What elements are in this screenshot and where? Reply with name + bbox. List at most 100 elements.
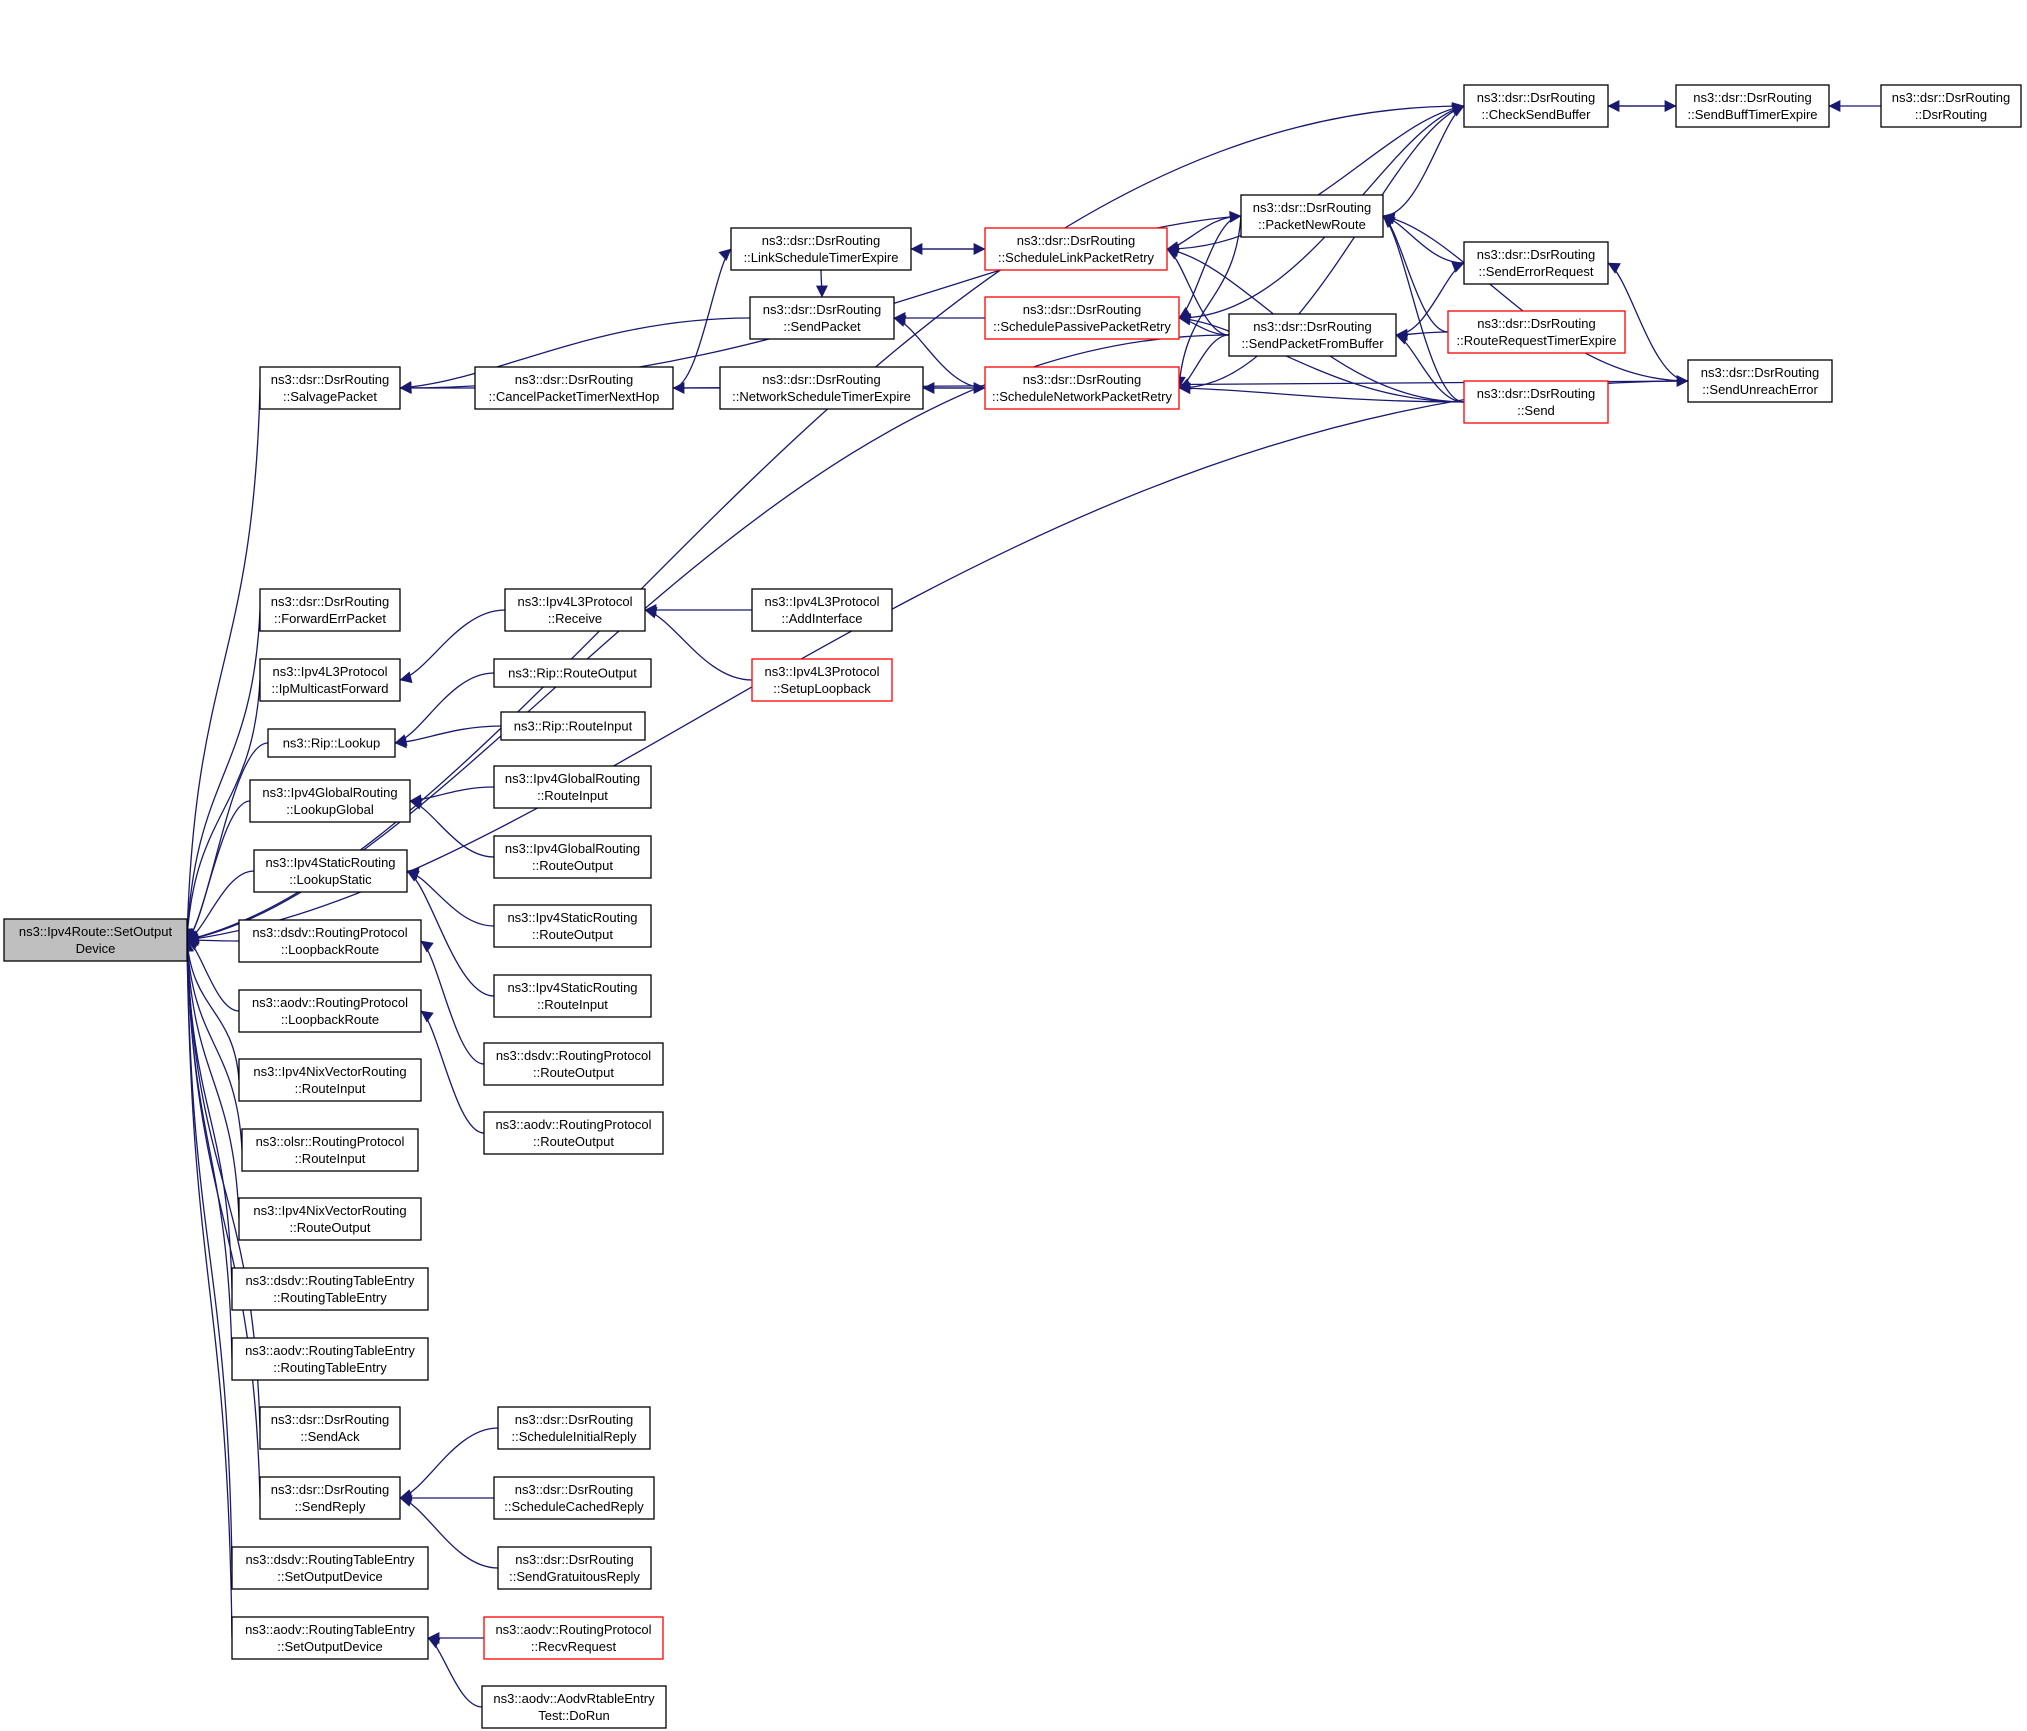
function-node-scheduleNetworkPacketRetry[interactable]: ns3::dsr::DsrRouting::ScheduleNetworkPac… — [984, 366, 1180, 410]
function-node-sendErrorRequest[interactable]: ns3::dsr::DsrRouting::SendErrorRequest — [1463, 241, 1609, 285]
function-node-box[interactable] — [751, 588, 893, 632]
function-node-scheduleCachedReply[interactable]: ns3::dsr::DsrRouting::ScheduleCachedRepl… — [493, 1476, 655, 1520]
function-node-sendPacketFromBuffer[interactable]: ns3::dsr::DsrRouting::SendPacketFromBuff… — [1228, 313, 1397, 357]
function-node-box[interactable] — [751, 658, 893, 702]
function-node-box[interactable] — [1228, 313, 1397, 357]
function-node-box[interactable] — [231, 1267, 429, 1311]
function-node-lookupGlobal[interactable]: ns3::Ipv4GlobalRouting::LookupGlobal — [249, 779, 411, 823]
function-node-ipMulticastForward[interactable]: ns3::Ipv4L3Protocol::IpMulticastForward — [259, 658, 401, 702]
function-node-checkSendBuffer[interactable]: ns3::dsr::DsrRouting::CheckSendBuffer — [1463, 84, 1609, 128]
function-node-box[interactable] — [259, 658, 401, 702]
function-node-networkScheduleTimerExpire[interactable]: ns3::dsr::DsrRouting::NetworkScheduleTim… — [719, 366, 924, 410]
function-node-box[interactable] — [474, 366, 674, 410]
function-node-forwardErrPacket[interactable]: ns3::dsr::DsrRouting::ForwardErrPacket — [259, 588, 401, 632]
function-node-box[interactable] — [749, 296, 895, 340]
function-node-dsdvSetOutputDevice[interactable]: ns3::dsdv::RoutingTableEntry::SetOutputD… — [231, 1546, 429, 1590]
function-node-aodvSetOutputDevice[interactable]: ns3::aodv::RoutingTableEntry::SetOutputD… — [231, 1616, 429, 1660]
function-node-staticRouteInput[interactable]: ns3::Ipv4StaticRouting::RouteInput — [493, 974, 652, 1018]
function-node-box[interactable] — [259, 588, 401, 632]
function-node-box[interactable] — [1463, 380, 1609, 424]
function-node-l3Receive[interactable]: ns3::Ipv4L3Protocol::Receive — [504, 588, 646, 632]
function-node-box[interactable] — [719, 366, 924, 410]
function-node-box[interactable] — [493, 904, 652, 948]
function-node-box[interactable] — [238, 919, 422, 963]
function-node-box[interactable] — [493, 765, 652, 809]
function-node-box[interactable] — [504, 588, 646, 632]
function-node-globalRouteInput[interactable]: ns3::Ipv4GlobalRouting::RouteInput — [493, 765, 652, 809]
function-node-sendPacket[interactable]: ns3::dsr::DsrRouting::SendPacket — [749, 296, 895, 340]
function-node-sendGratuitousReply[interactable]: ns3::dsr::DsrRouting::SendGratuitousRepl… — [497, 1546, 652, 1590]
function-node-recvRequest[interactable]: ns3::aodv::RoutingProtocol::RecvRequest — [483, 1616, 664, 1660]
function-node-l3AddInterface[interactable]: ns3::Ipv4L3Protocol::AddInterface — [751, 588, 893, 632]
function-node-root[interactable]: ns3::Ipv4Route::SetOutputDevice — [3, 918, 188, 962]
function-node-scheduleInitialReply[interactable]: ns3::dsr::DsrRouting::ScheduleInitialRep… — [497, 1406, 651, 1450]
function-node-aodvRouteOutput[interactable]: ns3::aodv::RoutingProtocol::RouteOutput — [483, 1111, 664, 1155]
function-node-staticRouteOutput[interactable]: ns3::Ipv4StaticRouting::RouteOutput — [493, 904, 652, 948]
function-node-box[interactable] — [984, 366, 1180, 410]
function-node-box[interactable] — [493, 658, 652, 688]
function-node-box[interactable] — [1880, 84, 2022, 128]
function-node-dsrRouting[interactable]: ns3::dsr::DsrRouting::DsrRouting — [1880, 84, 2022, 128]
function-node-box[interactable] — [231, 1337, 429, 1381]
function-node-schedulePassivePacketRetry[interactable]: ns3::dsr::DsrRouting::SchedulePassivePac… — [984, 296, 1180, 340]
function-node-box[interactable] — [481, 1685, 667, 1729]
function-node-sendBuffTimerExpire[interactable]: ns3::dsr::DsrRouting::SendBuffTimerExpir… — [1675, 84, 1830, 128]
function-node-box[interactable] — [1675, 84, 1830, 128]
function-node-lookupStatic[interactable]: ns3::Ipv4StaticRouting::LookupStatic — [253, 849, 408, 893]
function-node-olsrRouteInput[interactable]: ns3::olsr::RoutingProtocol::RouteInput — [241, 1128, 419, 1172]
function-node-box[interactable] — [1463, 241, 1609, 285]
function-node-box[interactable] — [1240, 194, 1384, 238]
function-node-nixRouteInput[interactable]: ns3::Ipv4NixVectorRouting::RouteInput — [238, 1058, 422, 1102]
function-node-box[interactable] — [497, 1406, 651, 1450]
function-node-dsdvRouteOutput[interactable]: ns3::dsdv::RoutingProtocol::RouteOutput — [483, 1042, 664, 1086]
function-node-sendReply[interactable]: ns3::dsr::DsrRouting::SendReply — [259, 1476, 401, 1520]
function-node-box[interactable] — [259, 1476, 401, 1520]
function-node-sendUnreachError[interactable]: ns3::dsr::DsrRouting::SendUnreachError — [1687, 359, 1833, 403]
function-node-aodvLoopbackRoute[interactable]: ns3::aodv::RoutingProtocol::LoopbackRout… — [238, 989, 422, 1033]
function-node-dsrSend[interactable]: ns3::dsr::DsrRouting::Send — [1463, 380, 1609, 424]
function-node-box[interactable] — [483, 1042, 664, 1086]
function-node-ripRouteInput[interactable]: ns3::Rip::RouteInput — [500, 711, 646, 741]
function-node-sendAck[interactable]: ns3::dsr::DsrRouting::SendAck — [259, 1406, 401, 1450]
function-node-box[interactable] — [984, 227, 1168, 271]
function-node-box[interactable] — [249, 779, 411, 823]
function-node-box[interactable] — [1463, 84, 1609, 128]
function-node-globalRouteOutput[interactable]: ns3::Ipv4GlobalRouting::RouteOutput — [493, 835, 652, 879]
function-node-routeRequestTimerExpire[interactable]: ns3::dsr::DsrRouting::RouteRequestTimerE… — [1447, 310, 1626, 354]
function-node-ripRouteOutput[interactable]: ns3::Rip::RouteOutput — [493, 658, 652, 688]
function-node-dsdvRTE[interactable]: ns3::dsdv::RoutingTableEntry::RoutingTab… — [231, 1267, 429, 1311]
function-node-box[interactable] — [259, 366, 401, 410]
function-node-box[interactable] — [3, 918, 188, 962]
function-node-scheduleLinkPacketRetry[interactable]: ns3::dsr::DsrRouting::ScheduleLinkPacket… — [984, 227, 1168, 271]
function-node-box[interactable] — [1447, 310, 1626, 354]
function-node-box[interactable] — [241, 1128, 419, 1172]
function-node-box[interactable] — [238, 1197, 422, 1241]
function-node-box[interactable] — [253, 849, 408, 893]
function-node-box[interactable] — [497, 1546, 652, 1590]
function-node-dsdvLoopbackRoute[interactable]: ns3::dsdv::RoutingProtocol::LoopbackRout… — [238, 919, 422, 963]
function-node-box[interactable] — [238, 989, 422, 1033]
function-node-ripLookup[interactable]: ns3::Rip::Lookup — [267, 728, 396, 758]
function-node-box[interactable] — [984, 296, 1180, 340]
function-node-salvagePacket[interactable]: ns3::dsr::DsrRouting::SalvagePacket — [259, 366, 401, 410]
function-node-box[interactable] — [231, 1546, 429, 1590]
function-node-box[interactable] — [483, 1111, 664, 1155]
function-node-box[interactable] — [231, 1616, 429, 1660]
function-node-box[interactable] — [483, 1616, 664, 1660]
function-node-box[interactable] — [493, 835, 652, 879]
function-node-box[interactable] — [238, 1058, 422, 1102]
function-node-cancelPacketTimerNextHop[interactable]: ns3::dsr::DsrRouting::CancelPacketTimerN… — [474, 366, 674, 410]
function-node-aodvRTE[interactable]: ns3::aodv::RoutingTableEntry::RoutingTab… — [231, 1337, 429, 1381]
function-node-box[interactable] — [730, 227, 912, 271]
function-node-box[interactable] — [267, 728, 396, 758]
function-node-linkScheduleTimerExpire[interactable]: ns3::dsr::DsrRouting::LinkScheduleTimerE… — [730, 227, 912, 271]
function-node-box[interactable] — [259, 1406, 401, 1450]
function-node-l3SetupLoopback[interactable]: ns3::Ipv4L3Protocol::SetupLoopback — [751, 658, 893, 702]
function-node-box[interactable] — [500, 711, 646, 741]
function-node-nixRouteOutput[interactable]: ns3::Ipv4NixVectorRouting::RouteOutput — [238, 1197, 422, 1241]
function-node-packetNewRoute[interactable]: ns3::dsr::DsrRouting::PacketNewRoute — [1240, 194, 1384, 238]
function-node-box[interactable] — [493, 974, 652, 1018]
function-node-box[interactable] — [1687, 359, 1833, 403]
function-node-box[interactable] — [493, 1476, 655, 1520]
